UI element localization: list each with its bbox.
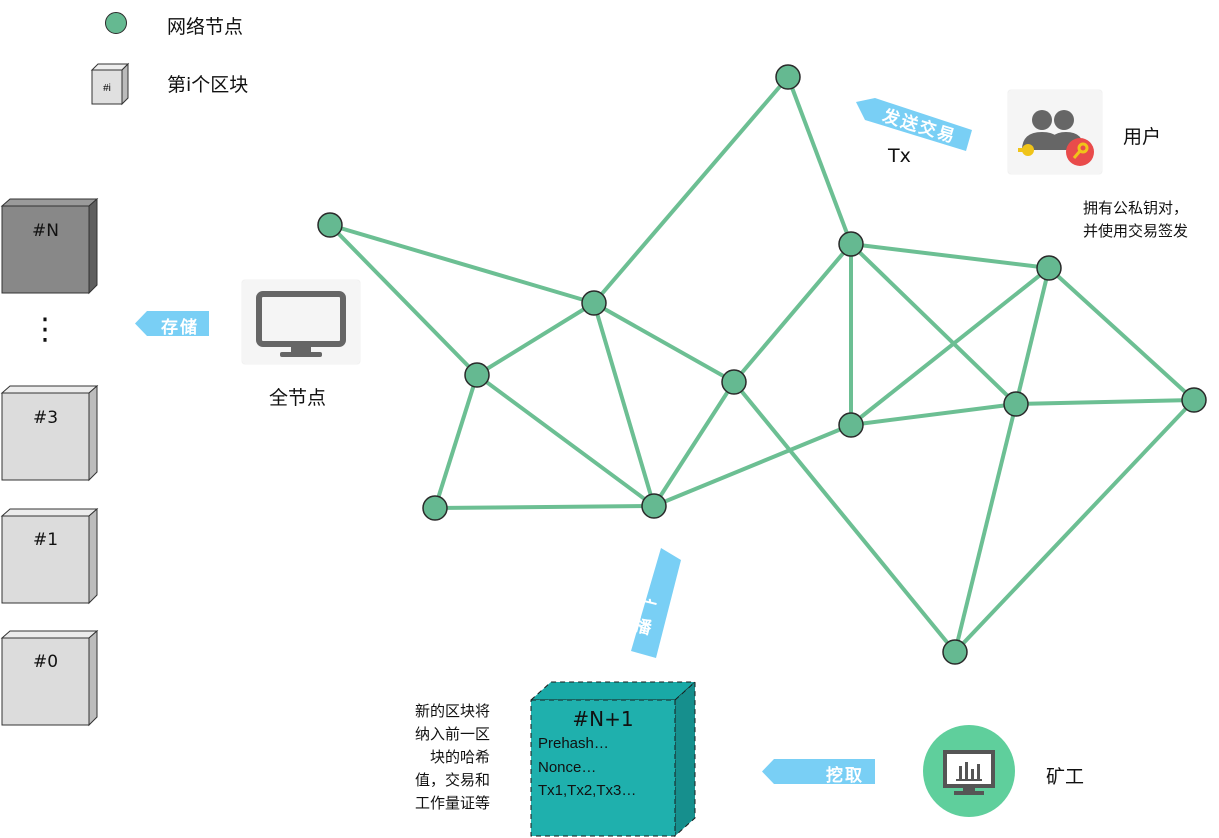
- network-edge: [652, 380, 736, 508]
- network-node: [581, 290, 607, 316]
- network-edge: [593, 301, 735, 384]
- full-node-card: [242, 280, 360, 364]
- network-edge: [329, 223, 595, 305]
- user-label: 用户: [1123, 126, 1162, 148]
- new-block-prehash: Prehash…: [538, 735, 609, 752]
- mine-arrow: [762, 759, 875, 784]
- svg-text:#i: #i: [103, 83, 111, 94]
- network-edge: [433, 374, 479, 509]
- network-edge: [328, 223, 479, 377]
- new-block-note: 新的区块将 纳入前一区 块的哈希 值，交易和 工作量证等: [380, 700, 490, 815]
- broadcast-arrow: [631, 548, 681, 658]
- network-edge: [849, 266, 1051, 427]
- new-block-transactions: Tx1,Tx2,Tx3…: [538, 782, 637, 799]
- network-edge: [1047, 266, 1196, 402]
- block-3-label: #3: [32, 408, 59, 428]
- user-card: [1008, 90, 1102, 174]
- block-n-label: #N: [32, 221, 59, 241]
- network-node: [1181, 387, 1207, 413]
- block-1-label: #1: [32, 530, 59, 550]
- full-node-label: 全节点: [269, 387, 327, 409]
- mine-arrow-label: 挖取: [826, 766, 864, 786]
- network-edge: [849, 242, 1018, 406]
- block-3: [0, 385, 99, 482]
- user-description-line2: 并使用交易签发: [1083, 222, 1189, 240]
- network-node: [641, 493, 667, 519]
- network-node: [838, 231, 864, 257]
- miner-label: 矿工: [1046, 766, 1085, 788]
- network-edge: [953, 398, 1196, 654]
- send-tx-arrow: [856, 98, 972, 151]
- network-node: [317, 212, 343, 238]
- network-node: [942, 639, 968, 665]
- users-with-keys-icon: [1018, 110, 1094, 166]
- note-line: 值，交易和: [414, 771, 490, 789]
- new-block-title: #N+1: [572, 707, 634, 731]
- network-edge: [1014, 267, 1051, 405]
- network-node: [838, 412, 864, 438]
- note-line: 纳入前一区: [414, 725, 490, 743]
- network-node: [775, 64, 801, 90]
- store-arrow-label: 存储: [161, 318, 199, 338]
- block-0: [0, 630, 99, 727]
- network-edge: [732, 380, 957, 654]
- tx-label: Tx: [888, 145, 911, 167]
- network-edge: [592, 302, 656, 507]
- network-edge: [1015, 398, 1195, 406]
- network-edges: [328, 75, 1196, 654]
- note-line: 新的区块将: [414, 702, 490, 720]
- new-block: [530, 680, 697, 838]
- network-node: [1036, 255, 1062, 281]
- store-arrow: [135, 311, 209, 336]
- network-node: [422, 495, 448, 521]
- block-n: [0, 198, 99, 295]
- new-block-nonce: Nonce…: [538, 759, 597, 776]
- network-edge: [850, 242, 1050, 270]
- legend-node-label: 网络节点: [167, 16, 244, 38]
- legend-node-icon: [105, 12, 127, 34]
- network-edge: [592, 75, 790, 305]
- network-edge: [475, 301, 596, 377]
- note-line: 块的哈希: [429, 748, 490, 766]
- network-edge: [475, 373, 656, 508]
- chain-ellipsis: ⋮: [30, 312, 60, 347]
- network-edge: [953, 403, 1018, 653]
- network-node: [464, 362, 490, 388]
- network-node: [721, 369, 747, 395]
- network-nodes: [317, 64, 1207, 665]
- note-line: 工作量证等: [414, 794, 490, 812]
- network-edge: [434, 504, 655, 510]
- legend-block-label: 第i个区块: [167, 74, 249, 96]
- network-edge: [850, 402, 1017, 427]
- block-1: [0, 508, 99, 605]
- network-edge: [653, 423, 852, 508]
- network-edge: [732, 242, 853, 384]
- block-0-label: #0: [32, 652, 59, 672]
- legend-block-icon: #i: [90, 62, 130, 106]
- network-node: [1003, 391, 1029, 417]
- network-edge: [786, 76, 853, 245]
- miner-icon: [923, 725, 1015, 817]
- monitor-icon: [256, 291, 346, 357]
- user-description-line1: 拥有公私钥对，: [1083, 199, 1189, 217]
